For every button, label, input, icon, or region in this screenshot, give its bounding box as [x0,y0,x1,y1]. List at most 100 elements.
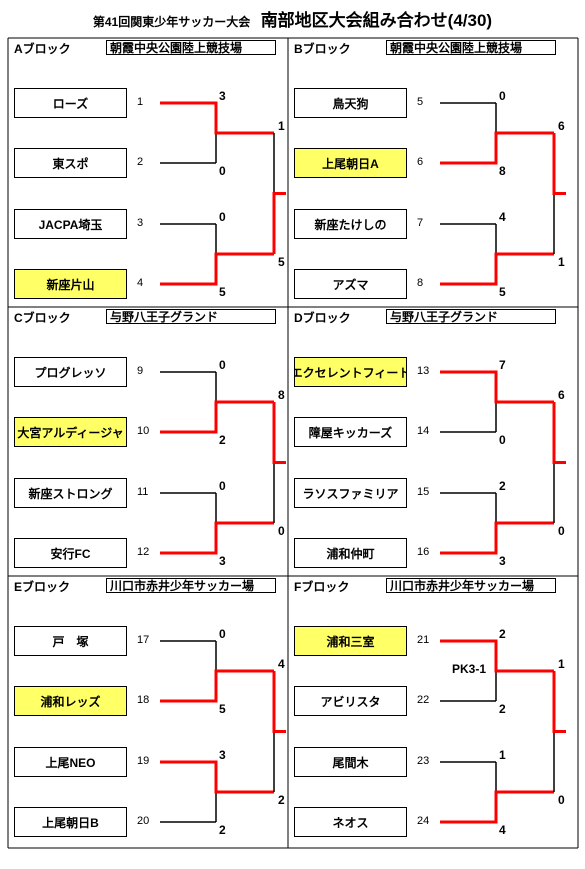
match-note: PK3-1 [452,662,487,676]
team-name: 障屋キッカーズ [308,425,393,440]
match-score-top: 0 [219,210,226,224]
team-name: 浦和三室 [326,634,375,649]
match-score-bottom: 2 [219,433,226,447]
team-seed-number: 24 [417,815,430,827]
team-name: ラソスファミリア [302,486,399,501]
team-seed-number: 18 [137,694,150,706]
final-score-top: 4 [278,657,285,671]
team-seed-number: 15 [417,486,430,498]
match-score-bottom: 8 [499,164,506,178]
team-name: 大宮アルディージャ [17,425,124,440]
team-seed-number: 1 [137,96,144,108]
team-name: エクセレントフィート [294,365,407,380]
team-box: ネオス [294,807,407,837]
block-venue: 川口市赤井少年サッカー場 [386,578,556,593]
bracket-line-winner [440,790,554,824]
bracket-line-winner [160,252,274,286]
team-seed-number: 17 [137,634,150,646]
bracket-line-winner [552,671,566,733]
block-label: Cブロック [14,311,71,325]
team-name: 安行FC [50,546,91,561]
final-score-bottom: 2 [278,793,285,807]
bracket-line-winner [160,669,274,703]
final-score-top: 6 [558,388,565,402]
team-seed-number: 14 [417,425,430,437]
final-score-bottom: 0 [278,524,285,538]
team-box: 浦和三室 [294,626,407,656]
team-seed-number: 10 [137,425,150,437]
team-name: 浦和仲町 [326,546,375,561]
final-score-top: 1 [278,119,285,133]
team-box: ラソスファミリア [294,478,407,508]
match-score-bottom: 5 [219,285,226,299]
match-score-bottom: 3 [219,554,226,568]
page-title: 第41回関東少年サッカー大会 南部地区大会組み合わせ(4/30) [0,6,585,31]
block-venue: 川口市赤井少年サッカー場 [106,578,276,593]
match-score-top: 4 [499,210,506,224]
bracket-line-winner [160,760,274,794]
team-box: 新座ストロング [14,478,127,508]
team-box: 障屋キッカーズ [294,417,407,447]
team-box: JACPA埼玉 [14,209,127,239]
team-name: ネオス [332,815,369,830]
team-seed-number: 9 [137,365,144,377]
team-name: 新座たけしの [314,217,387,232]
team-box: 浦和仲町 [294,538,407,568]
match-score-top: 0 [219,358,226,372]
team-seed-number: 5 [417,96,424,108]
team-box: プログレッソ [14,357,127,387]
match-score-top: 1 [499,748,506,762]
team-name: JACPA埼玉 [38,217,103,232]
team-name: 尾間木 [332,755,369,770]
tournament-name: 第41回関東少年サッカー大会 [92,15,251,29]
final-score-top: 6 [558,119,565,133]
team-seed-number: 23 [417,755,430,767]
team-name: 上尾NEO [45,755,96,770]
bracket-line-winner [440,131,554,165]
match-score-bottom: 2 [219,823,226,837]
team-name: 浦和レッズ [40,694,101,709]
team-seed-number: 4 [137,277,144,289]
block-label: Eブロック [14,580,71,594]
match-score-bottom: 2 [499,702,506,716]
team-box: 東スポ [14,148,127,178]
bracket-line-winner [272,402,286,464]
team-name: 新座ストロング [28,486,113,501]
match-score-top: 0 [219,479,226,493]
bracket-line-winner [272,671,286,733]
final-score-bottom: 5 [278,255,285,269]
match-score-bottom: 3 [499,554,506,568]
tournament-subtitle: 南部地区大会組み合わせ(4/30) [260,11,493,30]
match-score-bottom: 5 [219,702,226,716]
team-box: ローズ [14,88,127,118]
team-seed-number: 3 [137,217,144,229]
team-box: 上尾朝日A [294,148,407,178]
team-box: エクセレントフィート [294,357,407,387]
block-label: Fブロック [294,580,350,594]
team-seed-number: 20 [137,815,150,827]
final-score-bottom: 1 [558,255,565,269]
team-seed-number: 19 [137,755,150,767]
team-seed-number: 11 [137,486,149,498]
team-seed-number: 8 [417,277,424,289]
team-box: 安行FC [14,538,127,568]
match-score-bottom: 0 [219,164,226,178]
bracket-line-winner [440,521,554,555]
team-seed-number: 16 [417,546,430,558]
bracket-line-winner [552,133,566,195]
team-seed-number: 22 [417,694,430,706]
team-name: 東スポ [52,156,89,171]
team-box: 新座片山 [14,269,127,299]
team-name: 上尾朝日B [42,815,99,830]
final-score-top: 1 [558,657,565,671]
match-score-top: 3 [219,748,226,762]
bracket-line-winner [272,192,286,254]
team-seed-number: 12 [137,546,150,558]
match-score-top: 2 [499,479,506,493]
bracket-line-winner [160,101,274,135]
block-venue: 朝霞中央公園陸上競技場 [106,40,276,55]
match-score-top: 2 [499,627,506,641]
final-score-bottom: 0 [558,793,565,807]
